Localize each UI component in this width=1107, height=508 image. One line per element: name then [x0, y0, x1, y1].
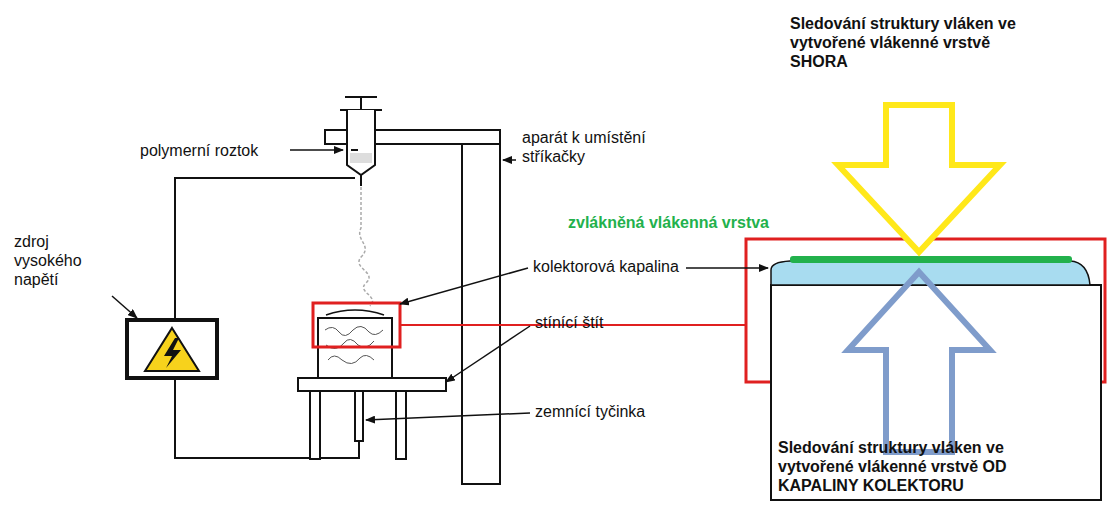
fibre-jet: [359, 187, 373, 306]
part-label: stínící štít: [535, 313, 603, 332]
collector-vessel: [771, 285, 1101, 500]
lightning-bolt: [164, 338, 181, 368]
part-label: aparát k umístění stříkačky: [522, 128, 672, 166]
fibre-layer: [790, 256, 1072, 263]
table: [298, 378, 446, 459]
zoom-marker: [313, 303, 400, 347]
part-label: zdroj vysokého napětí: [14, 232, 114, 290]
warning-symbol: [145, 328, 199, 371]
view-from-top-arrow: [838, 105, 1000, 252]
part-label: kolektorová kapalina: [533, 257, 679, 276]
ground-rod: [355, 391, 363, 441]
layer-label: zvlákněná vlákenná vrstva: [568, 213, 769, 232]
wire: [175, 178, 355, 320]
view-note: Sledování struktury vláken ve vytvořené …: [778, 438, 1040, 496]
stand-post: [462, 144, 500, 484]
syringe: [340, 97, 382, 186]
view-note: Sledování struktury vláken ve vytvořené …: [790, 14, 1045, 72]
hv-source: [127, 320, 217, 378]
view-from-liquid-arrow: [848, 272, 990, 452]
leader-lines: [112, 150, 768, 420]
collector-cup: [318, 310, 392, 378]
part-label: zemnící tyčinka: [535, 402, 645, 421]
part-label: polymerní roztok: [140, 141, 258, 160]
